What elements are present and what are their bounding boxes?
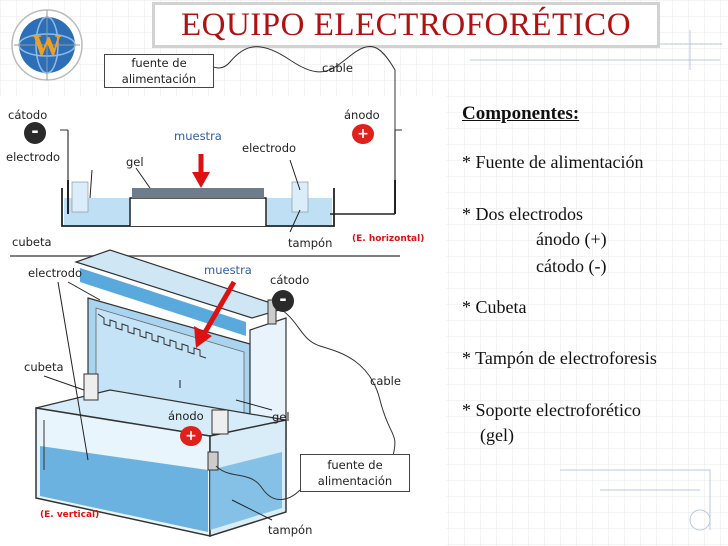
tank-label-top: cubeta xyxy=(12,235,52,249)
minus-sign-icon: - xyxy=(31,121,39,142)
component-electrodes: * Dos electrodos xyxy=(462,204,583,224)
anode-terminal-bottom: + xyxy=(180,426,202,446)
tank-label-bottom: cubeta xyxy=(24,360,64,374)
cathode-label-bottom: cátodo xyxy=(270,273,310,287)
component-buffer: * Tampón de electroforesis xyxy=(462,348,657,368)
logo-globe-icon: W xyxy=(11,9,83,81)
cable-label-bottom: cable xyxy=(370,374,401,388)
vertical-mode-label: (E. vertical) xyxy=(40,510,100,520)
buffer-label-top: tampón xyxy=(288,236,333,250)
plus-sign-icon: + xyxy=(357,126,369,142)
horizontal-tank xyxy=(61,180,396,227)
logo-letter: W xyxy=(32,29,62,62)
gel-label-bottom: gel xyxy=(272,410,290,424)
component-tank: * Cubeta xyxy=(462,297,527,317)
anode-label-top: ánodo xyxy=(344,108,380,122)
vertical-tank xyxy=(35,249,289,538)
cathode-label-top: cátodo xyxy=(8,108,48,122)
minus-sign-icon: - xyxy=(279,289,287,310)
component-cathode: cátodo (-) xyxy=(536,256,607,276)
page-title-text: EQUIPO ELECTROFORÉTICO xyxy=(180,6,632,43)
plus-sign-icon: + xyxy=(185,428,197,444)
electrode-label-top-left: electrodo xyxy=(6,150,61,164)
electrode-label-top-right: electrodo xyxy=(242,141,297,155)
anode-label-bottom: ánodo xyxy=(168,409,204,423)
component-anode: ánodo (+) xyxy=(536,229,607,249)
component-support: * Soporte electroforético xyxy=(462,400,641,420)
power-supply-label-bottom: fuente de alimentación xyxy=(300,454,410,492)
horizontal-mode-label: (E. horizontal) xyxy=(352,234,425,244)
power-supply-label-top: fuente de alimentación xyxy=(104,54,214,88)
buffer-label-bottom: tampón xyxy=(268,523,313,537)
anode-terminal-top: + xyxy=(352,124,374,144)
gel-label-top: gel xyxy=(126,155,144,169)
page-title: EQUIPO ELECTROFORÉTICO xyxy=(152,2,660,48)
sample-label-top: muestra xyxy=(174,129,222,143)
electrophoresis-diagram xyxy=(10,46,402,538)
sample-arrow-bottom xyxy=(194,280,237,348)
component-support-gel: (gel) xyxy=(480,425,514,445)
sample-label-bottom: muestra xyxy=(204,263,252,277)
cathode-terminal-top: - xyxy=(24,122,46,144)
component-power-supply: * Fuente de alimentación xyxy=(462,152,644,172)
cable-label-top: cable xyxy=(322,61,353,75)
cathode-terminal-bottom: - xyxy=(272,290,294,312)
sample-arrow-top xyxy=(192,154,210,188)
components-heading: Componentes: xyxy=(462,103,580,124)
electrode-label-bottom: electrodo xyxy=(28,266,83,280)
